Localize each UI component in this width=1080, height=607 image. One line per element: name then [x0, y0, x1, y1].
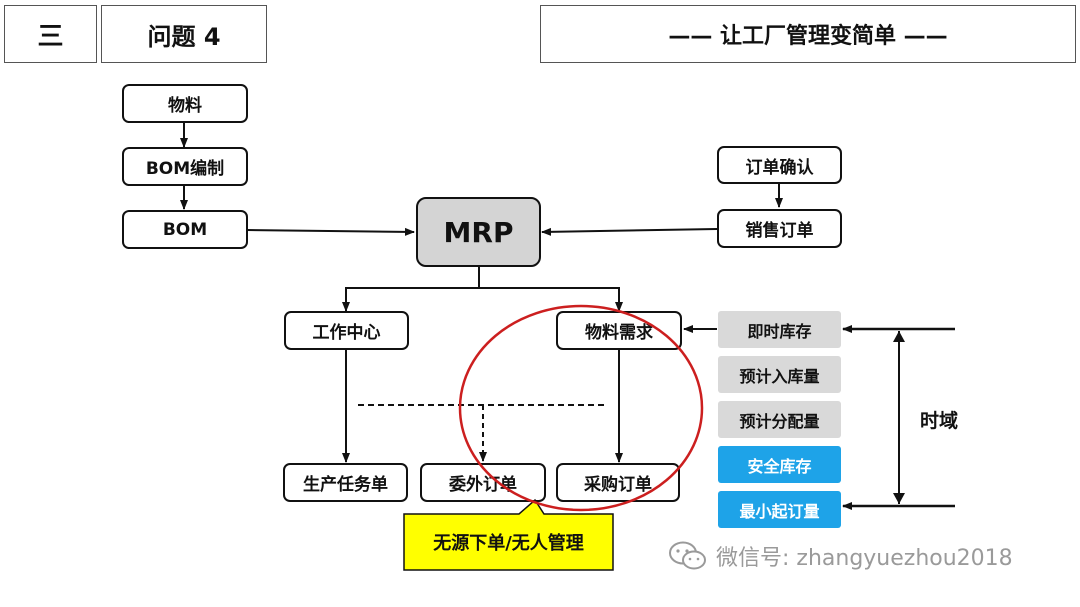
- watermark-text: 微信号: zhangyuezhou2018: [716, 546, 1013, 571]
- watermark: 微信号: zhangyuezhou2018: [668, 540, 1013, 572]
- arrow-sales-to-mrp: [541, 227, 718, 236]
- node-order-confirm: 订单确认: [717, 146, 842, 184]
- node-bom: BOM: [122, 210, 248, 249]
- node-material-demand: 物料需求: [556, 311, 682, 350]
- mrp-split-line-right: [479, 287, 623, 312]
- node-material: 物料: [122, 84, 248, 123]
- factor-current-stock: 即时库存: [718, 311, 841, 348]
- factor-safety-stock: 安全库存: [718, 446, 841, 483]
- mrp-split-line: [342, 267, 480, 312]
- time-axis-head-top: [893, 331, 905, 342]
- time-axis-head-bottom: [893, 493, 905, 504]
- node-production-task: 生产任务单: [283, 463, 408, 502]
- question-title: 问题 4: [101, 5, 267, 63]
- node-sales-order: 销售订单: [717, 209, 842, 248]
- time-domain-label: 时域: [920, 410, 959, 432]
- node-work-center: 工作中心: [284, 311, 409, 350]
- callout-text: 无源下单/无人管理: [433, 533, 584, 554]
- wechat-icon: [669, 541, 706, 570]
- arrow-bom-to-mrp: [246, 227, 415, 236]
- node-purchase-order: 采购订单: [556, 463, 680, 502]
- callout-box: [403, 498, 614, 571]
- section-number: 三: [4, 5, 97, 63]
- slogan-banner: —— 让工厂管理变简单 ——: [540, 5, 1076, 63]
- highlight-ellipse: [458, 304, 704, 512]
- node-bom-edit: BOM编制: [122, 147, 248, 186]
- factor-expected-allocation: 预计分配量: [718, 401, 841, 438]
- factor-expected-receipt: 预计入库量: [718, 356, 841, 393]
- node-mrp: MRP: [416, 197, 541, 267]
- factor-min-order-qty: 最小起订量: [718, 491, 841, 528]
